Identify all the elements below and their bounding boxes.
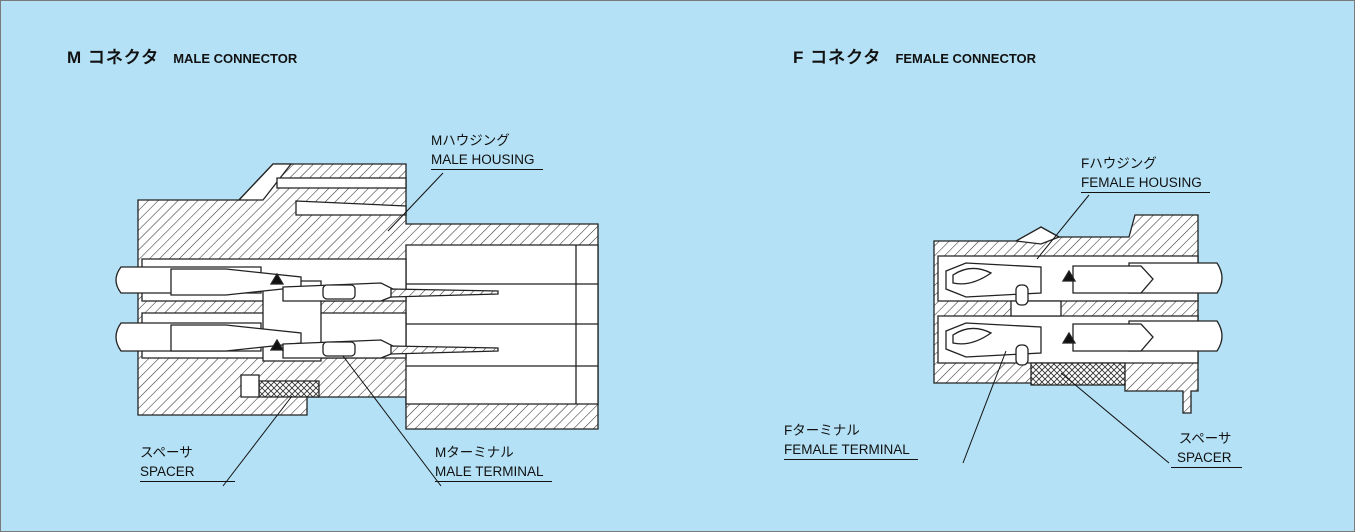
male-terminal-lower	[282, 339, 499, 359]
male-wire-lower	[115, 322, 302, 352]
male-housing-leader	[387, 172, 444, 232]
female-housing-en: FEMALE HOUSING	[1081, 173, 1210, 193]
male-terminal-en: MALE TERMINAL	[435, 462, 552, 482]
female-spacer-jp: スペーサ	[1178, 431, 1232, 446]
male-connector-title: M コネクタ MALE CONNECTOR	[67, 43, 297, 68]
male-terminal-jp: Mターミナル	[435, 445, 514, 460]
female-lance-upper	[1061, 269, 1077, 282]
female-spacer-en: SPACER	[1171, 448, 1242, 468]
male-housing-jp: Mハウジング	[431, 133, 510, 148]
male-terminal-upper	[282, 282, 499, 302]
female-housing-leader	[1036, 194, 1090, 260]
male-spacer-en: SPACER	[140, 462, 235, 482]
female-terminal-jp: Fターミナル	[784, 423, 860, 438]
female-title-en: FEMALE CONNECTOR	[895, 51, 1037, 66]
male-spacer-leader	[222, 395, 293, 487]
female-housing-jp: Fハウジング	[1081, 156, 1157, 171]
male-housing-label: Mハウジング MALE HOUSING	[431, 131, 543, 170]
female-housing-label: Fハウジング FEMALE HOUSING	[1081, 154, 1210, 193]
female-leader-lines	[962, 194, 1170, 464]
female-terminal-upper	[945, 262, 1042, 306]
female-housing	[933, 214, 1199, 414]
male-spacer-jp: スペーサ	[140, 445, 193, 460]
male-title-en: MALE CONNECTOR	[173, 51, 298, 66]
female-terminal-leader	[962, 350, 1007, 464]
male-title-jp: M コネクタ	[67, 48, 160, 67]
female-wire-upper	[1072, 262, 1223, 294]
female-title-jp: F コネクタ	[793, 48, 882, 67]
female-spacer-label: スペーサ SPACER	[1171, 429, 1242, 468]
female-spacer-leader	[1060, 372, 1170, 464]
male-terminal-label: Mターミナル MALE TERMINAL	[435, 443, 552, 482]
male-terminal-leader	[342, 355, 442, 487]
female-terminal-lower	[945, 322, 1042, 366]
female-lance-lower	[1061, 331, 1077, 344]
male-wire-upper	[115, 266, 302, 296]
female-terminal-en: FEMALE TERMINAL	[784, 440, 918, 460]
male-leader-lines	[222, 172, 444, 487]
male-lance-lower	[269, 338, 285, 351]
female-connector-title: F コネクタ FEMALE CONNECTOR	[793, 43, 1036, 68]
male-connector-drawing	[115, 163, 599, 487]
male-spacer-label: スペーサ SPACER	[140, 443, 235, 482]
female-wire-lower	[1072, 320, 1223, 352]
female-terminal-label: Fターミナル FEMALE TERMINAL	[784, 421, 918, 460]
male-housing-en: MALE HOUSING	[431, 150, 543, 170]
male-lance-upper	[269, 272, 285, 285]
female-connector-drawing	[933, 194, 1223, 464]
